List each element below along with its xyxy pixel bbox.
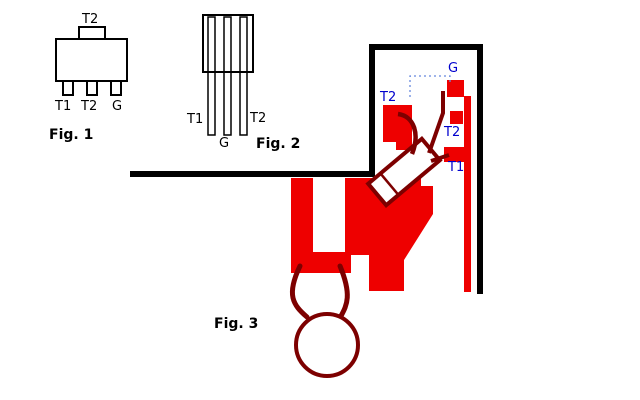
fig1-pin-2 [86, 80, 98, 96]
fig3-gate-label: G [448, 61, 459, 76]
wire-lamp-right [337, 263, 350, 319]
fig2-body [202, 14, 254, 73]
copper-pad-t2-small [450, 111, 463, 124]
lamp-circle [294, 312, 360, 378]
fig2-left-pin-label: T1 [187, 112, 204, 127]
lead-t1 [430, 153, 450, 163]
fig2-bottom-pin-label: G [219, 136, 230, 151]
fig2-leg-1 [207, 16, 216, 136]
fig3-t2-top-label: T2 [380, 90, 397, 105]
wire-t2 [397, 111, 418, 155]
fig3-pcb-layout [130, 44, 483, 378]
fig1-pin-1 [62, 80, 74, 96]
fig2-caption: Fig. 2 [256, 136, 301, 152]
copper-pad-t1 [444, 147, 470, 162]
copper-center-pour [345, 178, 433, 291]
fig3-t1-label: T1 [448, 160, 465, 175]
fig2-to92-package [202, 14, 254, 136]
fig2-right-pin-label: T2 [250, 111, 267, 126]
triac-tab-line [379, 172, 400, 196]
fig1-tab-label: T2 [82, 12, 99, 27]
fig1-smd-package [55, 26, 128, 96]
copper-left-trace [291, 178, 351, 273]
wire-lamp-left [289, 263, 310, 320]
fig1-body [55, 38, 128, 82]
board-outline [130, 44, 483, 294]
gate-dotted-line [409, 75, 451, 97]
fig2-leg-3 [239, 16, 248, 136]
fig3-t2-mid-label: T2 [444, 125, 461, 140]
fig1-pin3-label: G [112, 99, 123, 114]
fig1-pin2-label: T2 [81, 99, 98, 114]
fig1-pin-3 [110, 80, 122, 96]
copper-right-trace [464, 96, 471, 292]
fig2-leg-2 [223, 16, 232, 136]
fig1-caption: Fig. 1 [49, 127, 94, 143]
fig3-caption: Fig. 3 [214, 316, 259, 332]
lead-gate [427, 91, 445, 154]
copper-pad-gate [447, 80, 464, 97]
fig1-pin1-label: T1 [55, 99, 72, 114]
copper-pad-t2-top [383, 105, 412, 150]
